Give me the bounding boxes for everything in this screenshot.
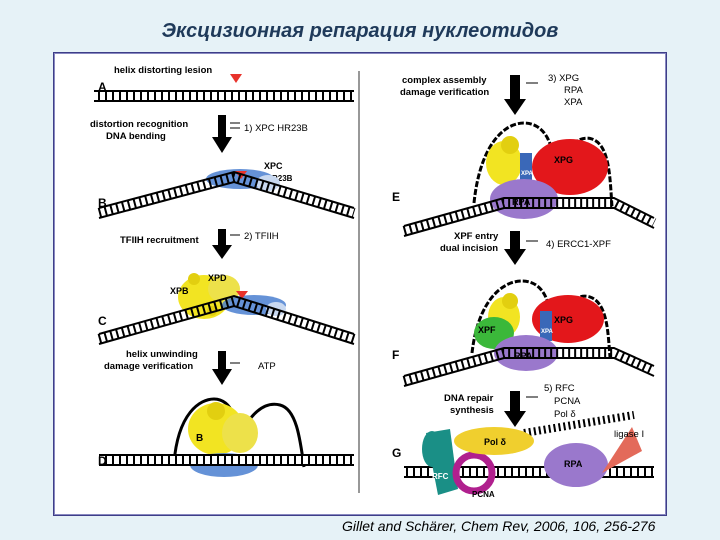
citation: Gillet and Schärer, Chem Rev, 2006, 106,…	[342, 518, 656, 534]
factor-label-e-3: XPA	[564, 97, 583, 108]
protein-label-r23b: R23B	[272, 174, 293, 183]
factor-label-d: ATP	[258, 361, 276, 372]
slide-title: Эксцизионная репарация нуклеотидов	[161, 20, 559, 42]
factor-label-e-2: RPA	[564, 85, 583, 96]
step-letter-e: E	[392, 190, 400, 204]
protein-label-rfc-g: RFC	[432, 472, 449, 481]
rfc-protein	[422, 429, 458, 495]
step-letter-c: C	[98, 314, 107, 328]
action-label-c: TFIIH recruitment	[120, 235, 199, 246]
ligase-label: ligase I	[614, 429, 644, 440]
displaced-strand	[523, 411, 635, 437]
action-label-f-1: XPF entry	[454, 231, 499, 242]
protein-label-pol-g: Pol δ	[484, 437, 507, 447]
protein-label-xpc: XPC	[264, 161, 283, 171]
factor-label-g-2: PCNA	[554, 396, 581, 407]
step-letter-a: A	[98, 80, 107, 94]
arrow-step-6	[504, 391, 538, 427]
dna-bent-c	[97, 294, 356, 345]
lesion-marker	[230, 74, 242, 83]
lesion-label: helix distorting lesion	[114, 65, 212, 76]
protein-label-xpg-f: XPG	[554, 315, 573, 325]
pol-delta-protein	[454, 427, 534, 455]
figure-panel: helix distorting lesion A distortion rec…	[53, 52, 667, 516]
dna-bent-e	[402, 197, 657, 237]
factor-label-g-1: 5) RFC	[544, 383, 575, 394]
protein-label-xpb: XPB	[170, 286, 189, 296]
dna-bent-b	[97, 170, 356, 219]
xpg-protein	[532, 139, 608, 195]
step-letter-b: B	[98, 196, 107, 210]
step-letter-d: D	[98, 454, 107, 468]
protein-label-b: B	[196, 433, 203, 444]
protein-label-xpa-f: XPA	[541, 329, 554, 335]
action-label-e-2: damage verification	[400, 87, 489, 98]
factor-label-f: 4) ERCC1-XPF	[546, 239, 611, 250]
dna-duplex-a	[94, 90, 354, 102]
action-label-e-1: complex assembly	[402, 75, 487, 86]
action-label-b-1: distortion recognition	[90, 119, 188, 130]
protein-label-xpa-e: XPA	[521, 171, 534, 177]
action-label-d-1: helix unwinding	[126, 349, 198, 360]
protein-label-rpa-f: RPA	[514, 351, 533, 361]
xpa-protein-f	[540, 311, 552, 341]
rpa-protein-f	[494, 335, 558, 371]
arrow-step-1	[212, 115, 240, 153]
protein-label-pcna-g: PCNA	[472, 490, 495, 499]
step-letter-g: G	[392, 446, 401, 460]
action-label-b-2: DNA bending	[106, 131, 166, 142]
step-letter-f: F	[392, 348, 399, 362]
ligase-marker	[602, 427, 642, 473]
action-label-f-2: dual incision	[440, 243, 498, 254]
ner-pathway-diagram: helix distorting lesion A distortion rec…	[90, 65, 657, 499]
arrow-step-3	[212, 351, 240, 385]
action-label-g-1: DNA repair	[444, 393, 494, 404]
action-label-g-2: synthesis	[450, 405, 494, 416]
tfiih-complex-d	[188, 402, 258, 455]
action-label-d-2: damage verification	[104, 361, 193, 372]
arrow-step-4	[504, 75, 538, 115]
factor-label-e-1: 3) XPG	[548, 73, 579, 84]
protein-label-xpg-e: XPG	[554, 155, 573, 165]
tfiih-complex-e	[486, 136, 522, 185]
pcna-ring	[452, 451, 496, 495]
factor-label-c: 2) TFIIH	[244, 231, 279, 242]
arrow-step-5	[504, 231, 538, 265]
lesion-marker-c	[236, 291, 248, 299]
protein-label-rpa-g: RPA	[564, 459, 583, 469]
protein-label-xpf-f: XPF	[478, 325, 496, 335]
rpa-protein-g	[544, 443, 608, 487]
factor-label-b: 1) XPC HR23B	[244, 123, 308, 134]
dna-bent-f	[402, 347, 657, 387]
dna-duplex-d	[99, 454, 354, 466]
factor-label-g-3: Pol δ	[554, 409, 576, 420]
arrow-step-2	[212, 229, 240, 259]
protein-label-xpd: XPD	[208, 273, 227, 283]
xpa-protein	[520, 153, 532, 183]
